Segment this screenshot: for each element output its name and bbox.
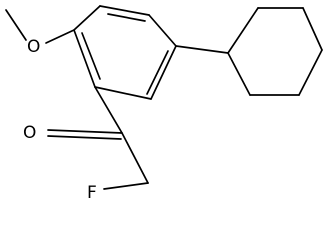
carbonyl-oxygen-label: O bbox=[23, 123, 36, 143]
cyclohexyl-bond-4 bbox=[298, 49, 323, 96]
carbonyl-double-bond-outer bbox=[47, 129, 123, 134]
carbonyl-double-bond-inner bbox=[47, 135, 122, 140]
cyclohexyl-bond-6 bbox=[227, 52, 251, 96]
ring-double-bond-left-inner bbox=[81, 32, 101, 80]
cyclohexyl-bond-1 bbox=[227, 7, 259, 54]
ring-cyclohexyl-bond bbox=[175, 45, 229, 54]
ring-bond-left bbox=[73, 29, 96, 88]
ring-bond-top bbox=[73, 5, 101, 31]
ring-double-bond-top-right-inner bbox=[107, 13, 146, 22]
chemical-structure-diagram: O O F bbox=[5, 5, 323, 203]
fluorine-label: F bbox=[87, 183, 97, 203]
ring-bond-bottom bbox=[94, 86, 152, 100]
ring-bond-bottom-right bbox=[150, 45, 177, 100]
methoxy-oxygen-ring-bond bbox=[45, 29, 75, 44]
methyl-methoxy-bond bbox=[5, 9, 27, 41]
ring-carbonyl-bond bbox=[94, 86, 123, 134]
fluoromethyl-fluorine-bond bbox=[103, 182, 149, 190]
carbonyl-fluoromethyl-bond bbox=[121, 132, 149, 184]
cyclohexyl-bond-3 bbox=[302, 7, 323, 51]
ring-double-bond-bottom-right-inner bbox=[146, 50, 169, 95]
ring-bond-right bbox=[148, 14, 177, 47]
methoxy-oxygen-label: O bbox=[27, 37, 40, 57]
ring-bond-top-right bbox=[99, 5, 150, 16]
